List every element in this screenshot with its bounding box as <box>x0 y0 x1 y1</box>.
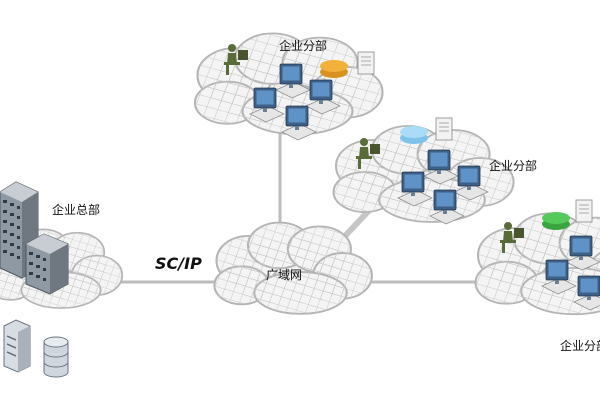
hq-building-icon <box>0 181 69 295</box>
printer-icon <box>357 51 375 75</box>
server-rack-icon <box>3 319 31 373</box>
storage-disk-top <box>320 60 348 72</box>
branch1-label: 企业分部 <box>279 39 328 53</box>
storage-disk-top <box>400 126 428 138</box>
branch2-devices <box>356 117 489 225</box>
printer-icon <box>575 199 593 223</box>
branch1-devices <box>224 44 375 141</box>
wan-label: 广域网 <box>266 268 303 282</box>
link-protocol-label: SC/IP <box>155 254 202 273</box>
database-icon <box>43 336 69 378</box>
branch3-devices <box>500 199 600 311</box>
printer-icon <box>435 117 453 141</box>
hq-label: 企业总部 <box>52 203 101 217</box>
branch2-label: 企业分部 <box>489 159 538 173</box>
storage-disk-top <box>542 212 570 224</box>
branch3-label: 企业分部 <box>560 339 600 353</box>
